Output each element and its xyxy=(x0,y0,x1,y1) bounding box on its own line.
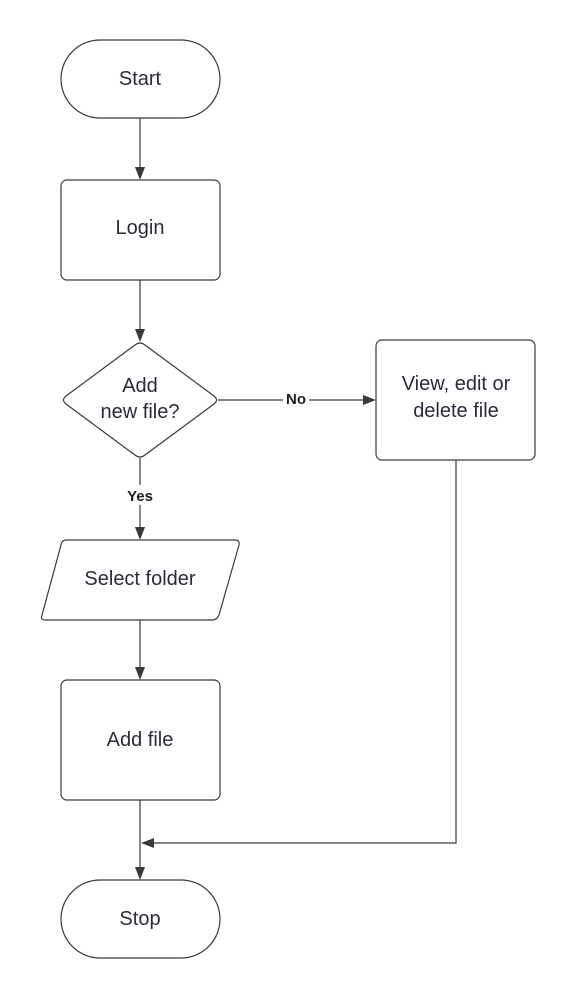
edge-label-yes: Yes xyxy=(122,485,158,505)
node-add-file-label: Add file xyxy=(107,729,174,751)
node-view-edit-label-line-1: View, edit or xyxy=(402,373,511,395)
edge-label-no: No xyxy=(283,389,309,409)
edge-login-to-decision xyxy=(135,280,145,342)
node-stop: Stop xyxy=(60,879,221,959)
edge-label-no-text: No xyxy=(286,391,306,408)
node-stop-label: Stop xyxy=(119,908,160,930)
edge-view-edit-to-stop xyxy=(141,460,457,848)
edge-start-to-login xyxy=(135,118,145,180)
node-add-file: Add file xyxy=(60,679,221,801)
node-view-edit-label-line-2: delete file xyxy=(413,400,499,422)
node-select-folder-label: Select folder xyxy=(84,568,196,590)
node-decision-label-line-2: new file? xyxy=(101,401,180,423)
edge-label-yes-text: Yes xyxy=(127,488,153,505)
node-login-label: Login xyxy=(116,217,165,239)
node-view-edit-delete: View, edit or delete file xyxy=(375,339,536,461)
node-decision-label-line-1: Add xyxy=(122,375,158,397)
node-decision: Add new file? xyxy=(62,342,218,458)
edge-select-folder-to-add-file xyxy=(135,620,145,680)
edge-add-file-to-stop xyxy=(135,800,145,880)
node-start: Start xyxy=(60,39,221,119)
node-start-label: Start xyxy=(119,68,162,90)
node-select-folder: Select folder xyxy=(40,539,240,621)
node-login: Login xyxy=(60,179,221,281)
